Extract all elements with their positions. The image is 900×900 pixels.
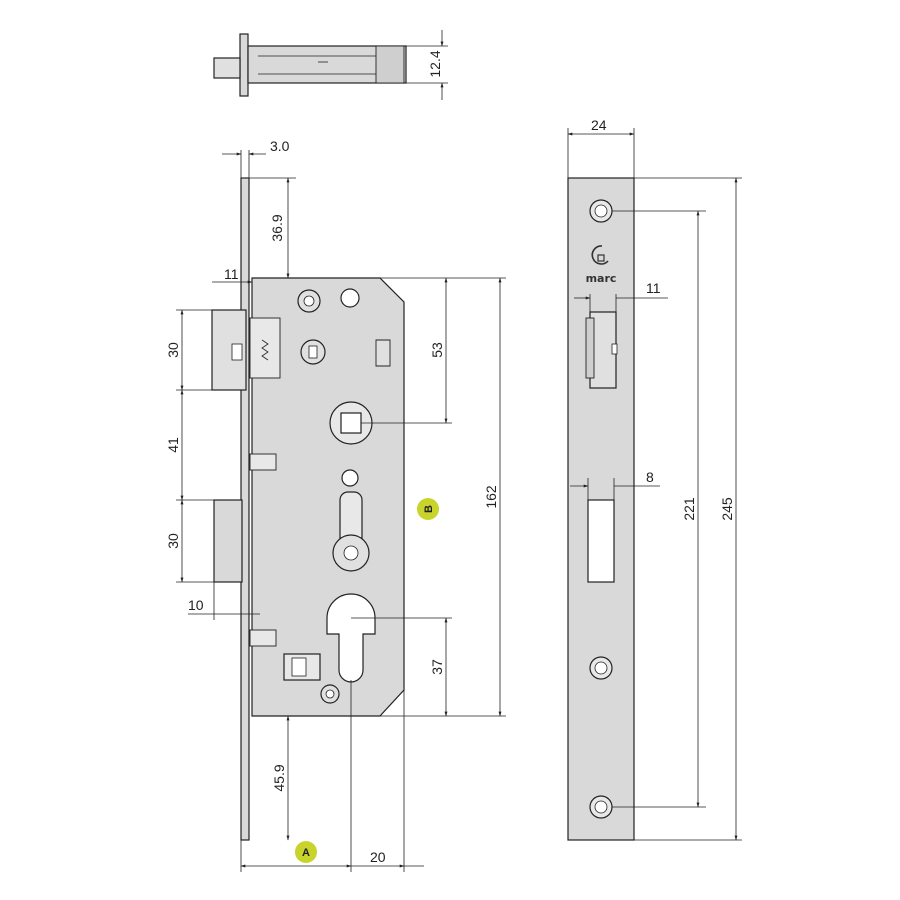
dim-top-thickness [406, 30, 448, 100]
label-3-0: 3.0 [270, 138, 290, 154]
label-24: 24 [591, 117, 607, 133]
label-plate-11: 11 [646, 280, 661, 296]
label-8: 8 [646, 469, 654, 485]
label-bolt-30: 30 [165, 533, 181, 549]
label-37: 37 [429, 659, 445, 675]
front-dimensions [176, 150, 506, 872]
svg-text:A: A [302, 847, 310, 859]
hole-top [340, 288, 360, 308]
top-latch [213, 57, 241, 79]
label-162: 162 [483, 485, 499, 509]
label-36-9: 36.9 [269, 214, 285, 241]
label-10: 10 [188, 597, 204, 613]
top-faceplate [239, 33, 249, 97]
label-11: 11 [224, 266, 239, 282]
front-view [211, 177, 405, 841]
follower-square [340, 412, 362, 434]
top-view [213, 33, 407, 97]
brand-logo: marc [586, 245, 617, 285]
label-45-9: 45.9 [271, 764, 287, 791]
latch-mechanism [249, 317, 281, 379]
label-12-4: 12.4 [427, 50, 443, 77]
plate-bolt-opening [587, 499, 615, 583]
label-53: 53 [429, 342, 445, 358]
plate-dimensions [567, 128, 742, 841]
faceplate-view [567, 177, 635, 841]
label-41: 41 [165, 437, 181, 453]
label-latch-30: 30 [165, 342, 181, 358]
badge-a: A [295, 841, 317, 863]
svg-text:B: B [423, 505, 435, 513]
label-20: 20 [370, 849, 386, 865]
hole-middle [341, 469, 359, 487]
svg-text:marc: marc [586, 272, 617, 285]
dead-bolt [213, 499, 243, 583]
label-221: 221 [681, 497, 697, 521]
label-245: 245 [719, 497, 735, 521]
badge-b: B [417, 498, 439, 520]
